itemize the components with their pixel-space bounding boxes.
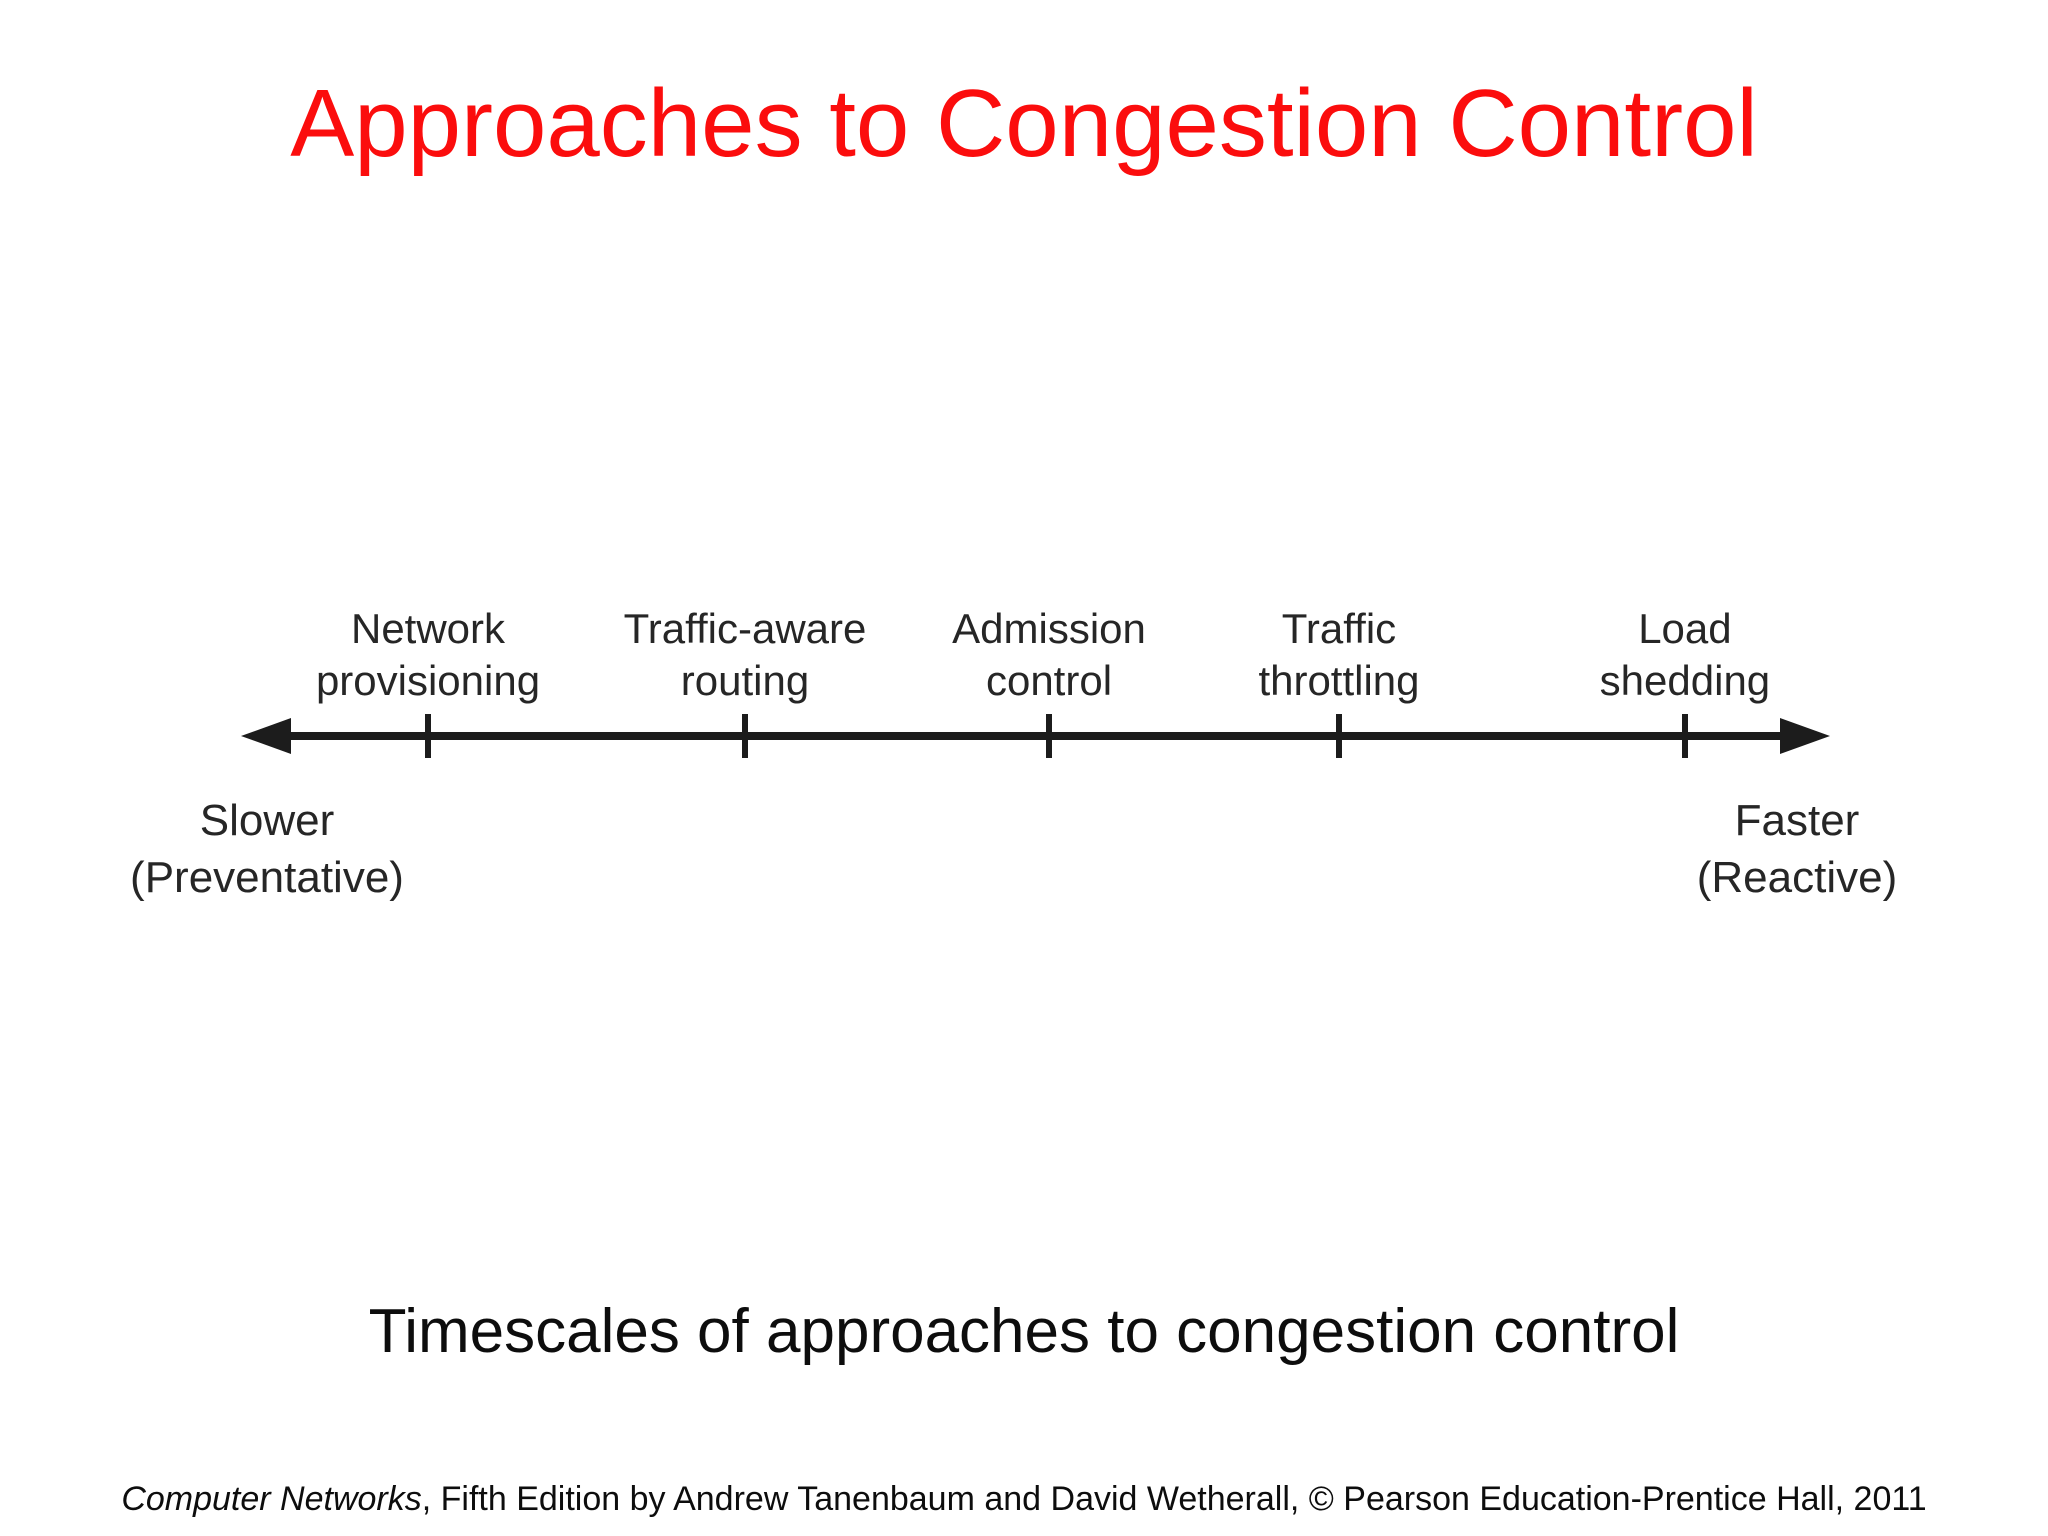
axis-item-traffic-throttling: Traffic throttling xyxy=(1258,603,1419,707)
axis-item-network-provisioning: Network provisioning xyxy=(316,603,540,707)
copyright-footer: Computer Networks, Fifth Edition by Andr… xyxy=(0,1480,2048,1519)
timescale-diagram: Network provisioning Traffic-aware routi… xyxy=(241,595,1830,795)
axis-end-label-line1: Slower xyxy=(199,796,335,845)
left-arrowhead-icon xyxy=(241,718,291,754)
axis-item-load-shedding: Load shedding xyxy=(1600,603,1770,707)
footer-text: , Fifth Edition by Andrew Tanenbaum and … xyxy=(421,1480,1927,1518)
axis-item-label-line1: Network xyxy=(350,605,506,652)
axis-item-label-line1: Traffic-aware xyxy=(623,605,867,652)
axis-item-label-line2: provisioning xyxy=(315,657,541,704)
axis-end-label-line1: Faster xyxy=(1734,796,1860,845)
axis-item-label-line1: Admission xyxy=(952,605,1146,652)
figure-caption: Timescales of approaches to congestion c… xyxy=(368,1297,1680,1366)
slide-title: Approaches to Congestion Control xyxy=(290,70,1758,177)
axis-item-label-line2: throttling xyxy=(1258,657,1420,704)
axis-item-label-line2: routing xyxy=(680,657,810,704)
axis-item-admission-control: Admission control xyxy=(952,603,1146,707)
axis-end-faster: Faster (Reactive) xyxy=(1697,792,1898,906)
axis-end-slower: Slower (Preventative) xyxy=(130,792,404,906)
axis-item-traffic-aware-routing: Traffic-aware routing xyxy=(624,603,867,707)
axis-item-label-line2: control xyxy=(985,657,1113,704)
axis-item-label-line2: shedding xyxy=(1599,657,1771,704)
axis-item-label-line1: Load xyxy=(1638,605,1732,652)
book-title: Computer Networks xyxy=(121,1480,422,1518)
axis-end-label-line2: (Reactive) xyxy=(1696,853,1898,902)
right-arrowhead-icon xyxy=(1780,718,1830,754)
timeline-arrow xyxy=(241,714,1830,758)
axis-end-label-line2: (Preventative) xyxy=(130,853,404,902)
axis-item-label-line1: Traffic xyxy=(1281,605,1397,652)
